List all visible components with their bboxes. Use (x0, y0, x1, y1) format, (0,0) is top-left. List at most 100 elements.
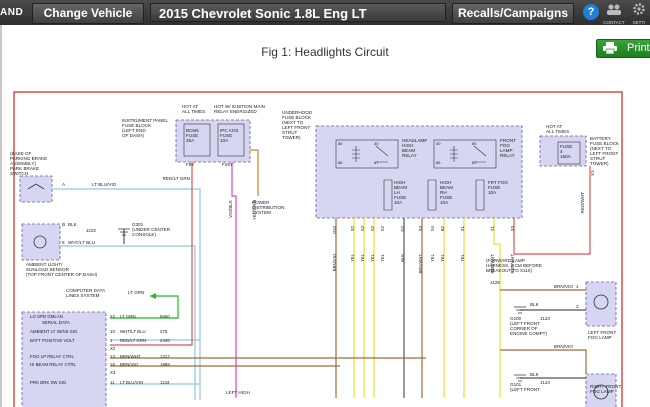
g101-ground-icon (514, 374, 526, 382)
top-navigation-bar: AND Change Vehicle 2015 Chevrolet Sonic … (0, 0, 650, 25)
blk-left-fog-label: BLK (530, 302, 540, 307)
figure-title: Fig 1: Headlights Circuit (261, 45, 389, 59)
wire-color-0: BRN/VIO (332, 253, 337, 271)
bcm-pin-num-4: 13 (110, 354, 115, 359)
contact-button[interactable]: CONTACT (603, 2, 625, 25)
settings-button[interactable]: SETTI (628, 2, 650, 25)
bcm5-fuse-label-line-1: FUSE (186, 133, 198, 138)
blk-right-fog-label: BLK (530, 372, 540, 377)
bcm-pin-color-5: BRN/VIO (120, 362, 139, 367)
f9y-label: F9Y (186, 162, 194, 167)
ambient-sensor-label-line-2: (TOP FRONT CENTER OF DASH) (26, 272, 98, 277)
wire-color-1: YEL (350, 253, 355, 262)
pin-2-label: 2 (576, 304, 579, 309)
right-fog-lamp-icon (593, 384, 609, 400)
front-fog-relay-label-line-0: FRONT (500, 138, 516, 143)
recalls-campaigns-button[interactable]: Recalls/Campaigns (452, 3, 574, 24)
ip-fuse-block-box (175, 119, 251, 163)
bcm-pin-circuit-0: 5060 (160, 314, 170, 319)
ambient-sensor-box (21, 223, 61, 261)
battery-fuse-block-label-line-3: LEFT FRONT (590, 151, 618, 156)
power-distribution-label-line-0: POWER (252, 200, 270, 205)
bcm-pin-num-6: X3 (110, 370, 116, 375)
bcm-pin-color-1: WHT/LT BLU (120, 329, 146, 334)
underhood-block-label-line-0: UNDERHOOD (282, 110, 313, 115)
bcm-pin-num-2: 1 (110, 338, 113, 343)
battery-fuse-block-label-line-0: BATTERY (590, 136, 611, 141)
headlamp-relay-label-line-2: BEAM (402, 148, 415, 153)
bcm-pin-num-0: 22 (110, 314, 115, 319)
headlamp-relay-coil (352, 146, 360, 162)
hot-in-ign-label-line-0: HOT W/ IGNITION MAIN (214, 104, 265, 109)
underhood-block-label-line-4: STRUT (282, 130, 298, 135)
ipc-fuse-label-line-0: IPC AOS (220, 128, 238, 133)
wire-color-2: YEL (360, 253, 365, 262)
left-front-fog-label-line-0: LEFT FRONT (588, 330, 616, 335)
computer-data-lines-label-line-0: COMPUTER DATA (66, 288, 106, 293)
high-beam-rh-label-line-3: FUSE (440, 195, 452, 200)
bcm-pin-circuit-1: 275 (160, 329, 168, 334)
g100-label-line-2: CORNER OF (510, 326, 538, 331)
high-beam-rh-label-line-0: HIGH (440, 180, 451, 185)
print-label: Print (627, 42, 650, 54)
fog-relay-contact (473, 145, 487, 163)
brn-vio-left-fog-label: BRN/VIO (554, 284, 573, 289)
fuse4-label-line-0: FUSE (560, 144, 572, 149)
headlamp-relay-label-line-1: HIGH (402, 143, 413, 148)
g101-label-line-0: G101 (510, 382, 522, 387)
bcm-pin-circuit-5: 1989 (160, 362, 170, 367)
bcm-pin-name-7: PRK BRK SW SIG (30, 380, 67, 385)
underhood-fuses (383, 179, 485, 211)
relay-pin-2: 86 (338, 160, 343, 165)
relay-pin-5: 85 (472, 141, 477, 146)
bcm-pin-color-0: LT GRN (120, 314, 136, 319)
underhood-block-label-line-3: LEFT FRONT (282, 125, 310, 130)
forward-lamp-harness-label-line-2: BREAKOUT TO X110) (486, 268, 532, 273)
park-brake-switch-label-line-0: (BASE OF (10, 151, 32, 156)
bcm-pin-color-4: BRN/WHT (120, 354, 141, 359)
printer-icon (603, 42, 617, 54)
bcm-pin-color-2: RED/LT GRN (120, 338, 146, 343)
bcm5-fuse-label-line-0: BCM5 (186, 128, 199, 133)
yel-grn-label: YEL/GRN (252, 200, 257, 220)
change-vehicle-button[interactable]: Change Vehicle (32, 3, 144, 24)
wire-vio-blk (231, 162, 237, 398)
wire-color-9: YEL (460, 253, 465, 262)
lt-grn-label: LT GRN (128, 290, 144, 295)
wire-code-6: X3 (418, 225, 423, 231)
left-fog-lamp-box (585, 281, 617, 327)
ipc-fuse-inner (217, 123, 245, 157)
right-fog-lamp-box (585, 373, 617, 407)
lt-blu-vio-label: LT BLU/VIO (92, 182, 117, 187)
underhood-block-label-line-2: (NEXT TO (282, 120, 304, 125)
high-beam-lh-label-line-1: BEAM (394, 185, 407, 190)
wht-lt-blu-label: WHT/LT BLU (68, 240, 95, 245)
bcm-module-box (21, 311, 107, 407)
fog-relay-inner (433, 139, 497, 169)
headlamp-relay-contact (375, 145, 389, 163)
hot-all-times-label-line-1: ALL TIMES (182, 109, 205, 114)
ambient-sensor-label-line-1: SUNLOAD SENSOR (26, 267, 70, 272)
relay-pin-1: 30 (374, 141, 379, 146)
wire-code-7: X4 (430, 225, 435, 231)
bcm5-fuse-inner (183, 123, 211, 157)
bcm-pin-num-1: 10 (110, 329, 115, 334)
relay-pin-0: 85 (338, 141, 343, 146)
battery-fuse-block-label-line-5: TOWER) (590, 161, 609, 166)
g301-label-line-0: G301 (132, 222, 144, 227)
print-button[interactable]: Print (596, 39, 650, 58)
wire-wht-lt-blu (60, 245, 196, 400)
bcm-pin-name-0: LO SPD GMLAN (30, 314, 63, 319)
help-icon[interactable]: ? (583, 4, 599, 20)
wire-code-0: G10 (332, 225, 337, 234)
high-beam-lh-label-line-4: 10A (394, 200, 403, 205)
fuse4-label-line-1: 4 (560, 149, 563, 154)
j125-label: J125 (490, 280, 500, 285)
gear-icon (633, 3, 645, 15)
relay-pin-7: 87 (472, 160, 477, 165)
ipc-fuse-label-line-2: 10A (220, 138, 229, 143)
computer-data-lines-label-line-1: LINES SYSTEM (66, 293, 100, 298)
wire-color-6: BRN/WHT (418, 254, 423, 274)
g100-ground-icon (514, 306, 526, 314)
